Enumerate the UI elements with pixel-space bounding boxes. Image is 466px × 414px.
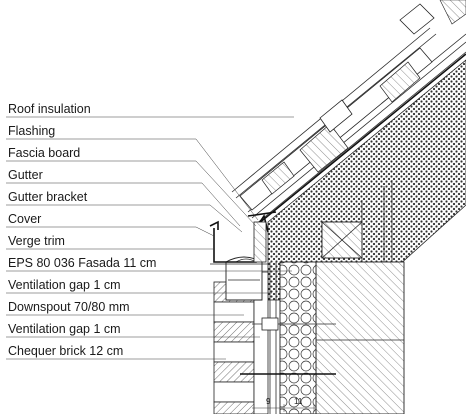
label-verge-trim: Verge trim <box>8 234 65 248</box>
label-ventilation-gap-1: Ventilation gap 1 cm <box>8 278 121 292</box>
label-chequer-brick: Chequer brick 12 cm <box>8 344 123 358</box>
label-ventilation-gap-2: Ventilation gap 1 cm <box>8 322 121 336</box>
leader-lines <box>6 116 294 360</box>
dimension-line: 9 11 <box>252 397 316 412</box>
label-eps-insulation: EPS 80 036 Fasada 11 cm <box>8 256 156 270</box>
dimension-11: 11 <box>294 397 303 406</box>
label-fascia-board: Fascia board <box>8 146 80 160</box>
label-flashing: Flashing <box>8 124 55 138</box>
label-roof-insulation: Roof insulation <box>8 102 91 116</box>
eps-facade-insulation <box>279 261 317 414</box>
chequer-brick-cladding <box>213 271 269 414</box>
label-cover: Cover <box>8 212 41 226</box>
masonry-wall <box>315 261 405 414</box>
label-gutter: Gutter <box>8 168 43 182</box>
wall-ties <box>240 317 336 375</box>
label-downspout: Downspout 70/80 mm <box>8 300 130 314</box>
roof-tiles <box>231 0 466 211</box>
ventilation-gap <box>269 262 277 414</box>
dimension-9: 9 <box>266 397 271 406</box>
gutter-assembly <box>209 211 277 265</box>
downspout <box>225 256 263 301</box>
label-gutter-bracket: Gutter bracket <box>8 190 88 204</box>
